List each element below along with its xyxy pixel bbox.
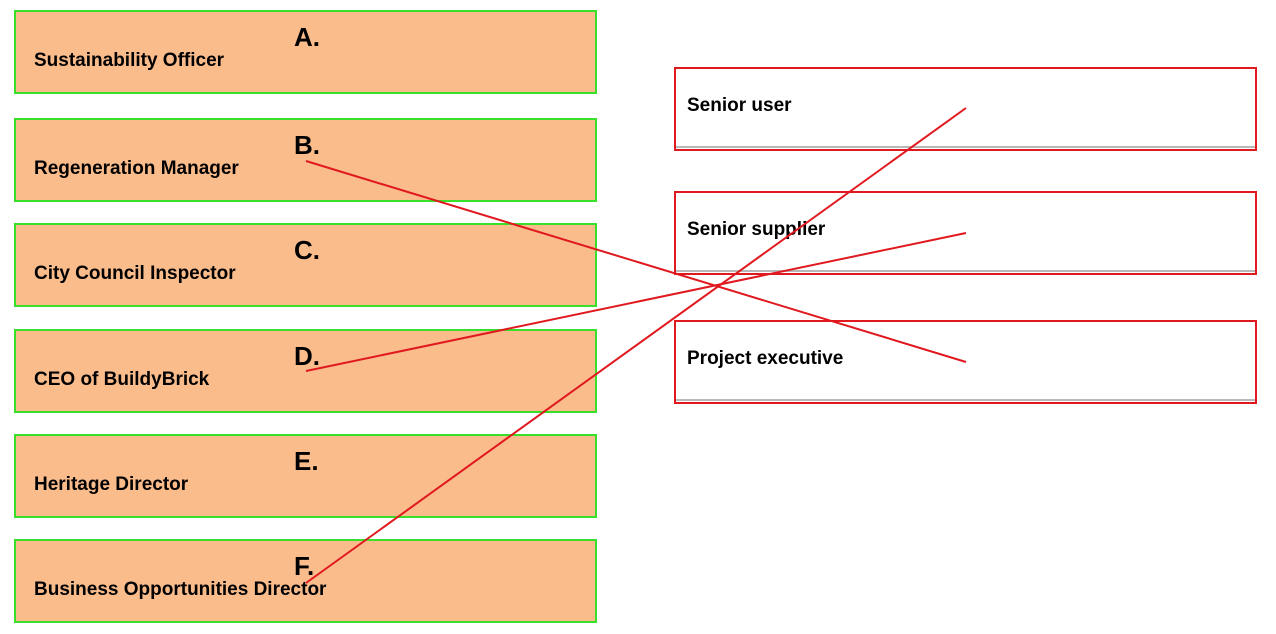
option-f-letter: F.: [294, 551, 315, 581]
target-project-executive-label: Project executive: [687, 348, 844, 369]
option-f-box[interactable]: F. Business Opportunities Director: [14, 539, 597, 623]
option-e-label: Heritage Director: [34, 474, 189, 495]
option-f-label: Business Opportunities Director: [34, 579, 327, 600]
target-senior-user-box[interactable]: Senior user: [674, 67, 1257, 151]
option-a-letter: A.: [294, 22, 320, 52]
target-project-executive-box[interactable]: Project executive: [674, 320, 1257, 404]
option-d-letter: D.: [294, 341, 320, 371]
option-e-box[interactable]: E. Heritage Director: [14, 434, 597, 518]
option-c-letter: C.: [294, 235, 320, 265]
option-d-label: CEO of BuildyBrick: [34, 369, 210, 390]
option-e-letter: E.: [294, 446, 319, 476]
target-senior-user-label: Senior user: [687, 95, 792, 116]
option-b-box[interactable]: B. Regeneration Manager: [14, 118, 597, 202]
target-senior-supplier-label: Senior supplier: [687, 219, 826, 240]
option-a-label: Sustainability Officer: [34, 50, 225, 71]
option-a-box[interactable]: A. Sustainability Officer: [14, 10, 597, 94]
option-d-box[interactable]: D. CEO of BuildyBrick: [14, 329, 597, 413]
option-b-label: Regeneration Manager: [34, 158, 239, 179]
option-c-label: City Council Inspector: [34, 263, 236, 284]
target-senior-supplier-box[interactable]: Senior supplier: [674, 191, 1257, 275]
option-b-letter: B.: [294, 130, 320, 160]
option-c-box[interactable]: C. City Council Inspector: [14, 223, 597, 307]
